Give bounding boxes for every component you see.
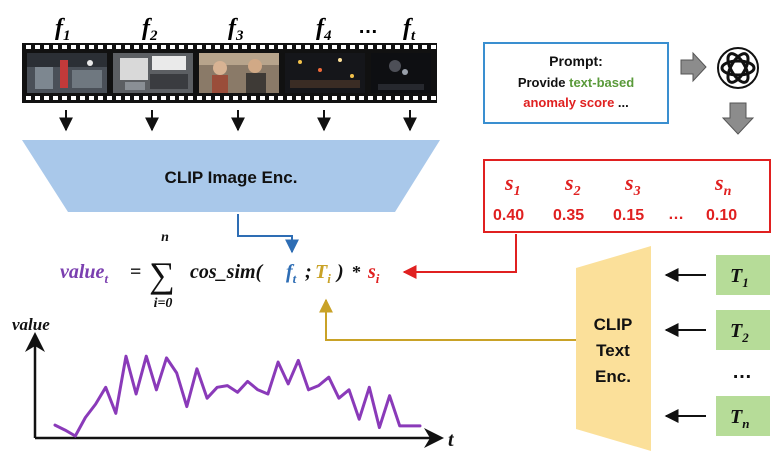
formula-arg2: Ti — [315, 261, 331, 286]
formula-equals: = — [130, 261, 141, 283]
frame-label-1: f1 — [55, 15, 71, 44]
frame-label-4: f4 — [316, 15, 332, 44]
clip-text-encoder: CLIP Text Enc. — [576, 246, 651, 451]
formula-sum-bottom: i=0 — [154, 296, 173, 311]
video-frame-1 — [27, 53, 107, 93]
text-encoder-line-3: Enc. — [595, 367, 631, 386]
llm-logo-icon — [717, 47, 759, 89]
score-plot: value t — [12, 315, 455, 451]
frame-label-2: f2 — [142, 15, 158, 44]
prompt-to-llm-arrow — [680, 51, 707, 83]
score-symbol-3: s3 — [624, 170, 641, 199]
prompt-title: Prompt: — [549, 53, 603, 69]
score-curve — [53, 354, 422, 438]
formula-close: ) — [335, 261, 344, 283]
clip-image-encoder: CLIP Image Enc. — [22, 140, 440, 212]
formula-arg1: ft — [286, 261, 297, 286]
formula-fn: cos_sim( — [190, 261, 264, 283]
score-arrow — [402, 234, 517, 279]
video-frame-3 — [199, 53, 279, 93]
text-token-1: T1 — [716, 255, 770, 295]
frame-label-3: f3 — [228, 15, 244, 44]
video-frame-t — [371, 53, 431, 93]
formula-lhs: valuet — [60, 261, 108, 286]
score-symbol-1: s1 — [504, 170, 521, 199]
formula-times: * — [352, 262, 361, 282]
image-encoder-label: CLIP Image Enc. — [165, 168, 298, 187]
score-value-3: 0.15 — [613, 207, 644, 224]
image-feature-arrow — [237, 214, 299, 254]
film-strip — [22, 43, 437, 103]
video-frame-4 — [285, 53, 365, 93]
text-token-n: Tn — [716, 396, 770, 436]
frame-labels: f1 f2 f3 f4 … ft — [55, 15, 416, 44]
score-value-n: 0.10 — [706, 207, 737, 224]
score-symbol-n: sn — [714, 170, 732, 199]
formula-weight: si — [367, 261, 380, 286]
frame-dots: … — [358, 16, 378, 38]
prompt-line-2: Provide text-based — [518, 75, 634, 90]
text-encoder-line-1: CLIP — [594, 315, 633, 334]
prompt-line-3: anomaly score ... — [523, 95, 629, 110]
text-tokens: T1 T2 … Tn — [716, 255, 770, 436]
frame-arrows — [59, 110, 417, 132]
score-value-2: 0.35 — [553, 207, 584, 224]
llm-to-scores-arrow — [721, 102, 755, 135]
prompt-box: Prompt: Provide text-based anomaly score… — [483, 42, 669, 124]
token-arrows — [664, 268, 706, 423]
video-frame-2 — [113, 53, 193, 93]
score-value-1: 0.40 — [493, 207, 524, 224]
svg-text:T2: T2 — [730, 320, 749, 345]
svg-text:T1: T1 — [730, 265, 749, 290]
plot-y-label: value — [12, 315, 50, 334]
formula-sum-sign: ∑ — [149, 255, 175, 295]
text-token-2: T2 — [716, 310, 770, 350]
frame-label-t: ft — [403, 15, 416, 44]
score-symbol-2: s2 — [564, 170, 581, 199]
formula: valuet = n ∑ i=0 cos_sim( ft ; Ti ) * si — [60, 230, 380, 311]
svg-text:Tn: Tn — [730, 406, 749, 431]
formula-sep: ; — [305, 261, 312, 283]
text-feature-arrow — [319, 298, 586, 341]
score-dots: … — [668, 206, 684, 223]
scores-box: s1 s2 s3 sn 0.40 0.35 0.15 … 0.10 — [483, 159, 771, 233]
text-encoder-line-2: Text — [596, 341, 630, 360]
formula-sum-top: n — [161, 230, 169, 245]
text-token-dots: … — [732, 361, 752, 383]
plot-x-label: t — [448, 429, 455, 451]
